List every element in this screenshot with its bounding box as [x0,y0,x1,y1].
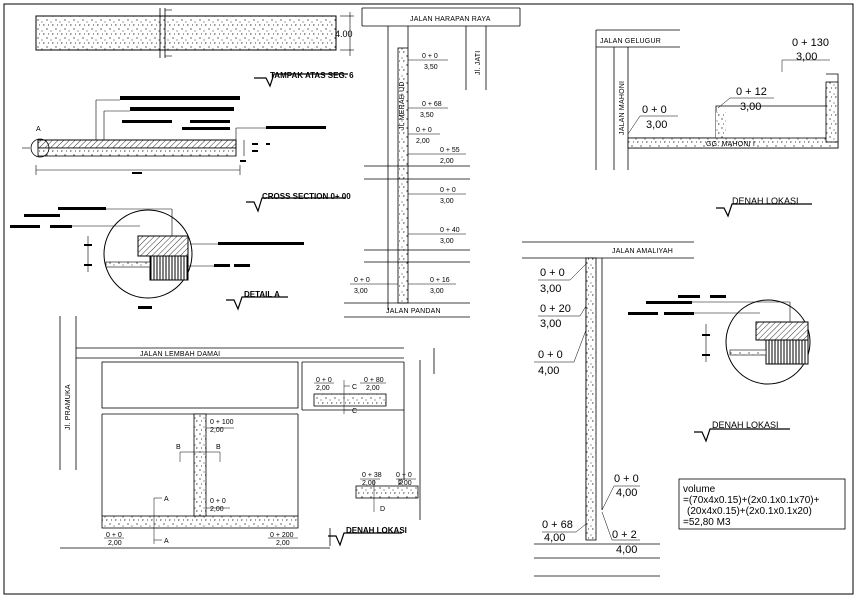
street-pramuka: Jl. PRAMUKA [65,384,72,430]
lembah-sta-7: 0 + 0 [106,532,122,539]
lembah-sta-3: 0 + 100 [210,419,234,426]
denah-mid-text: DENAH LOKASI [712,420,779,430]
tampak-atas-title-text: TAMPAK ATAS SEG. 6 [270,71,354,80]
lembah-sta-8: 0 + 200 [270,532,294,539]
harapan-w-7: 3,00 [354,288,368,295]
volume-line1: =(70x4x0.15)+(2x0.1x0.1x70)+ [683,495,820,506]
gelugur-w-2: 3,00 [740,101,761,113]
plan-amaliyah: JALAN AMALIYAH 0 + 0 3,00 0 + 20 3,00 0 … [522,241,694,577]
cross-section-title-text: CROSS SECTION 0+ 00 [262,192,351,201]
plan-width-label: 4.00 [335,29,353,39]
lembah-w-7: 2,00 [108,540,122,547]
detail-right-drawing [628,295,811,385]
lembah-w-8: 2,00 [276,540,290,547]
sheet-border [3,3,854,595]
amaliyah-w-6: 4,00 [616,544,637,556]
harapan-sta-2: 0 + 68 [422,101,442,108]
denah-bottom-text: DENAH LOKASI [346,526,407,535]
amaliyah-w-4: 4,00 [616,487,637,499]
street-lembah-damai: JALAN LEMBAH DAMAI [140,351,220,358]
street-jati: Jl. JATI [475,51,482,75]
cross-section-drawing: A [22,96,326,175]
denah-top-text: DENAH LOKASI [732,196,799,206]
plan-gelugur: JALAN GELUGUR JALAN MAHONI GG. MAHONI I … [595,29,839,170]
street-merah: Jl. MERAH UD [399,81,406,130]
harapan-w-8: 3,00 [430,288,444,295]
amaliyah-sta-4: 0 + 0 [614,473,639,485]
harapan-sta-4: 0 + 55 [440,147,460,154]
gelugur-sta-3: 0 + 0 [642,104,667,116]
plan-lembah: JALAN LEMBAH DAMAI Jl. PRAMUKA C C B B A… [59,316,435,549]
street-mahoni: JALAN MAHONI [619,81,626,135]
lembah-sta-4: 0 + 0 [210,498,226,505]
denah-title-mid: DENAH LOKASI [694,420,790,443]
amaliyah-w-2: 3,00 [540,318,561,330]
plan-harapan: JALAN HARAPAN RAYA Jl. JATI Jl. MERAH UD… [344,7,521,318]
harapan-w-5: 3,00 [440,198,454,205]
gelugur-w-3: 3,00 [646,119,667,131]
harapan-sta-6: 0 + 40 [440,227,460,234]
section-mark-c1: C [352,384,357,391]
harapan-sta-5: 0 + 0 [440,187,456,194]
volume-result: =52,80 M3 [683,517,731,528]
harapan-sta-3: 0 + 0 [416,127,432,134]
harapan-w-6: 3,00 [440,238,454,245]
detail-a-title: DETAIL A [226,290,288,311]
detail-a-drawing [10,207,304,309]
volume-line2: (20x4x0.15)+(2x0.1x0.1x20) [687,506,812,517]
harapan-w-1: 3,50 [424,64,438,71]
harapan-w-3: 2,00 [416,138,430,145]
amaliyah-sta-3: 0 + 0 [538,349,563,361]
lembah-sta-1: 0 + 0 [316,377,332,384]
lembah-w-4: 2,00 [210,506,224,513]
detail-a-title-text: DETAIL A [244,290,280,299]
section-mark-b1: B [176,444,181,451]
amaliyah-sta-5: 0 + 68 [542,519,573,531]
street-harapan-raya: JALAN HARAPAN RAYA [410,16,491,23]
volume-label: volume [683,484,716,495]
cross-section-title: CROSS SECTION 0+ 00 [246,192,351,213]
section-mark-a2: A [164,538,169,545]
harapan-sta-8: 0 + 16 [430,277,450,284]
lembah-w-3: 2,00 [210,427,224,434]
gelugur-w-1: 3,00 [796,51,817,63]
lembah-sta-5: 0 + 38 [362,472,382,479]
amaliyah-w-1: 3,00 [540,283,561,295]
tampak-atas-plan: 4.00 [35,8,354,58]
tampak-atas-title: TAMPAK ATAS SEG. 6 [254,71,354,88]
street-pandan: JALAN PANDAN [386,308,441,315]
street-amaliyah: JALAN AMALIYAH [612,248,673,255]
section-mark-d2: D [380,506,385,513]
amaliyah-sta-2: 0 + 20 [540,303,571,315]
street-gg-mahoni: GG. MAHONI I [706,141,755,148]
section-mark-a1: A [164,496,169,503]
harapan-sta-1: 0 + 0 [422,53,438,60]
denah-title-top: DENAH LOKASI [716,196,812,218]
harapan-w-2: 3,50 [420,112,434,119]
section-mark-d1: D [398,479,403,486]
amaliyah-w-3: 4,00 [538,365,559,377]
section-mark-c2: C [352,408,357,415]
lembah-sta-6: 0 + 0 [396,472,412,479]
volume-box: volume =(70x4x0.15)+(2x0.1x0.1x70)+ (20x… [678,478,846,530]
section-a-mark: A [36,126,41,133]
amaliyah-w-5: 4,00 [544,532,565,544]
lembah-w-6: 2,00 [398,480,412,487]
lembah-w-1: 2,00 [316,385,330,392]
gelugur-sta-2: 0 + 12 [736,86,767,98]
denah-title-bottom: DENAH LOKASI [328,526,407,547]
amaliyah-sta-6: 0 + 2 [612,529,637,541]
harapan-sta-7: 0 + 0 [354,277,370,284]
harapan-w-4: 2,00 [440,158,454,165]
gelugur-sta-1: 0 + 130 [792,37,829,49]
street-gelugur: JALAN GELUGUR [600,38,661,45]
section-mark-b2: B [216,444,221,451]
lembah-w-2: 2,00 [366,385,380,392]
lembah-w-5: 2,00 [362,480,376,487]
amaliyah-sta-1: 0 + 0 [540,267,565,279]
lembah-sta-2: 0 + 80 [364,377,384,384]
